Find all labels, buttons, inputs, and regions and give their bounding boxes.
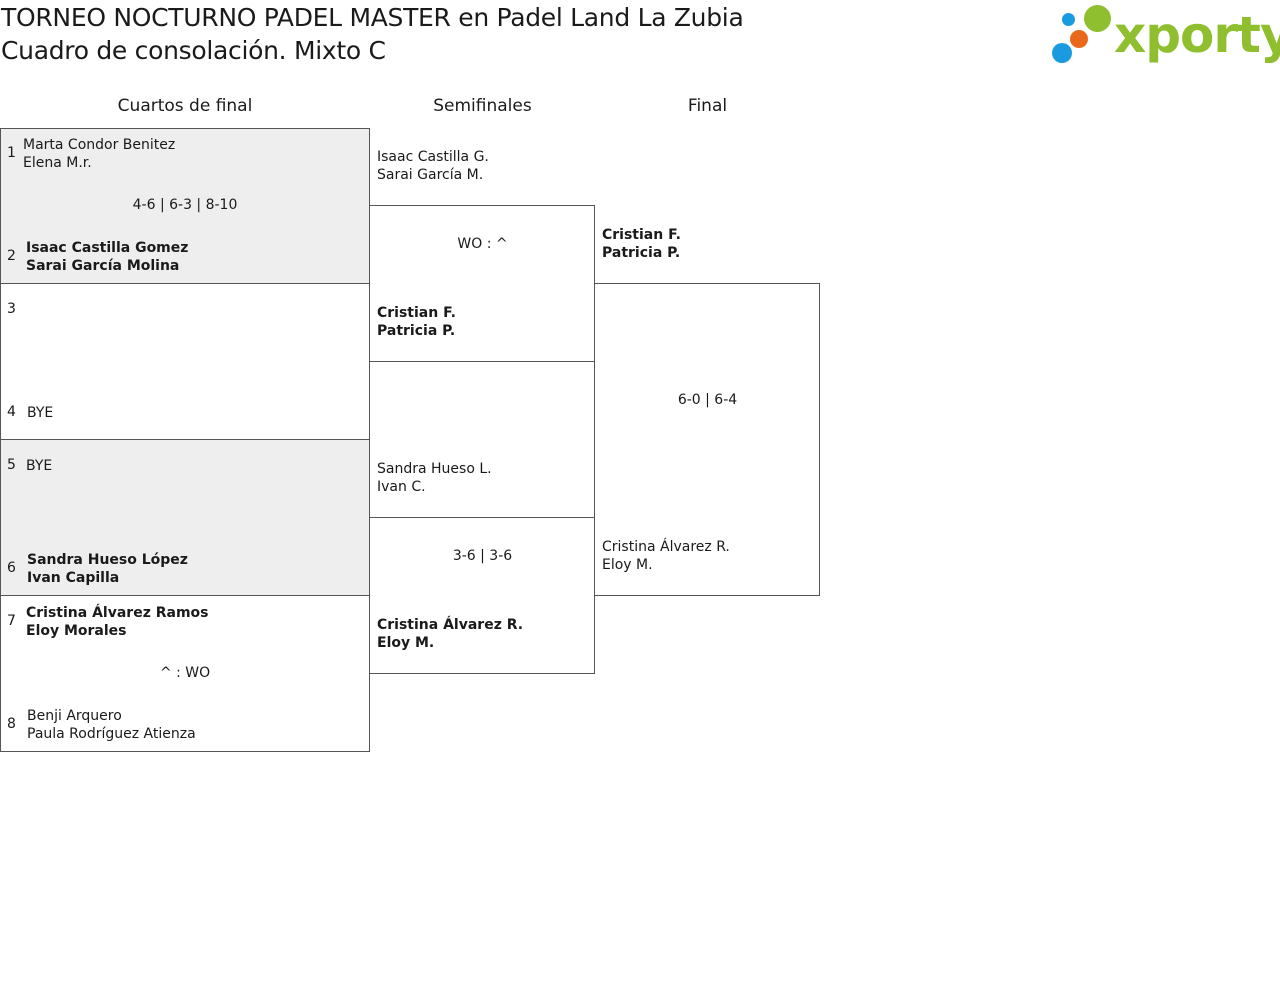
quarterfinal-team-5: BYE xyxy=(26,457,52,475)
logo-dot-orange xyxy=(1070,30,1088,48)
quarterfinal-match-1 xyxy=(0,128,370,284)
seed-number: 4 xyxy=(7,404,16,420)
semifinal-score-1: WO : ^ xyxy=(457,236,508,252)
quarterfinal-match-3 xyxy=(0,439,370,596)
player-name: Sarai García M. xyxy=(377,167,484,183)
seed-number: 3 xyxy=(7,301,16,317)
seed-number: 5 xyxy=(7,457,16,473)
quarterfinal-team-1[interactable]: Marta Condor Benitez Elena M.r. xyxy=(23,136,175,172)
player-name: Marta Condor Benitez xyxy=(23,137,176,153)
player-name: Sarai García Molina xyxy=(26,258,180,274)
xporty-logo[interactable]: xporty xyxy=(1050,4,1280,68)
semifinal-team-3[interactable]: Sandra Hueso L. Ivan C. xyxy=(377,460,492,496)
player-name: Ivan Capilla xyxy=(27,570,120,586)
round-header-final: Final xyxy=(687,96,728,116)
player-name: Isaac Castilla G. xyxy=(377,149,489,165)
round-header-quarterfinals: Cuartos de final xyxy=(117,96,253,116)
player-name: Cristian F. xyxy=(602,227,681,243)
player-name: Isaac Castilla Gomez xyxy=(26,240,189,256)
player-name: Cristina Álvarez Ramos xyxy=(26,605,209,621)
seed-number: 7 xyxy=(7,613,16,629)
final-team-1[interactable]: Cristian F. Patricia P. xyxy=(602,226,681,262)
tournament-title: TORNEO NOCTURNO PADEL MASTER en Padel La… xyxy=(1,3,744,32)
bye-label: BYE xyxy=(27,405,54,421)
quarterfinal-team-4: BYE xyxy=(27,404,53,422)
logo-dot-blue-large xyxy=(1052,43,1072,63)
quarterfinal-score-1: 4-6 | 6-3 | 8-10 xyxy=(132,197,238,213)
final-match xyxy=(594,283,820,596)
player-name: Patricia P. xyxy=(602,245,681,261)
player-name: Sandra Hueso L. xyxy=(377,461,492,477)
logo-dot-blue-small xyxy=(1062,13,1075,26)
draw-subtitle: Cuadro de consolación. Mixto C xyxy=(1,36,386,65)
quarterfinal-team-2[interactable]: Isaac Castilla Gomez Sarai García Molina xyxy=(26,239,188,275)
player-name: Cristian F. xyxy=(377,305,456,321)
seed-number: 2 xyxy=(7,248,16,264)
semifinal-team-2[interactable]: Cristian F. Patricia P. xyxy=(377,304,456,340)
quarterfinal-team-8[interactable]: Benji Arquero Paula Rodríguez Atienza xyxy=(27,707,196,743)
round-header-semifinals: Semifinales xyxy=(433,96,532,116)
seed-number: 1 xyxy=(7,145,16,161)
final-score: 6-0 | 6-4 xyxy=(677,392,738,408)
player-name: Patricia P. xyxy=(377,323,456,339)
semifinal-score-2: 3-6 | 3-6 xyxy=(452,548,513,564)
quarterfinal-team-6[interactable]: Sandra Hueso López Ivan Capilla xyxy=(27,551,188,587)
player-name: Eloy Morales xyxy=(26,623,127,639)
player-name: Ivan C. xyxy=(377,479,426,495)
quarterfinal-score-4: ^ : WO xyxy=(159,665,211,681)
semifinal-team-4[interactable]: Cristina Álvarez R. Eloy M. xyxy=(377,616,523,652)
quarterfinal-match-2 xyxy=(0,283,370,440)
bye-label: BYE xyxy=(26,458,53,474)
player-name: Eloy M. xyxy=(377,635,435,651)
player-name: Sandra Hueso López xyxy=(27,552,188,568)
seed-number: 8 xyxy=(7,716,16,732)
player-name: Benji Arquero xyxy=(27,708,122,724)
final-team-2[interactable]: Cristina Álvarez R. Eloy M. xyxy=(602,538,730,574)
logo-wordmark: xporty xyxy=(1114,6,1280,64)
player-name: Elena M.r. xyxy=(23,155,92,171)
player-name: Cristina Álvarez R. xyxy=(602,539,730,555)
player-name: Paula Rodríguez Atienza xyxy=(27,726,196,742)
semifinal-team-1[interactable]: Isaac Castilla G. Sarai García M. xyxy=(377,148,489,184)
logo-dot-green xyxy=(1084,5,1111,32)
player-name: Cristina Álvarez R. xyxy=(377,617,524,633)
player-name: Eloy M. xyxy=(602,557,653,573)
seed-number: 6 xyxy=(7,560,16,576)
quarterfinal-team-7[interactable]: Cristina Álvarez Ramos Eloy Morales xyxy=(26,604,209,640)
